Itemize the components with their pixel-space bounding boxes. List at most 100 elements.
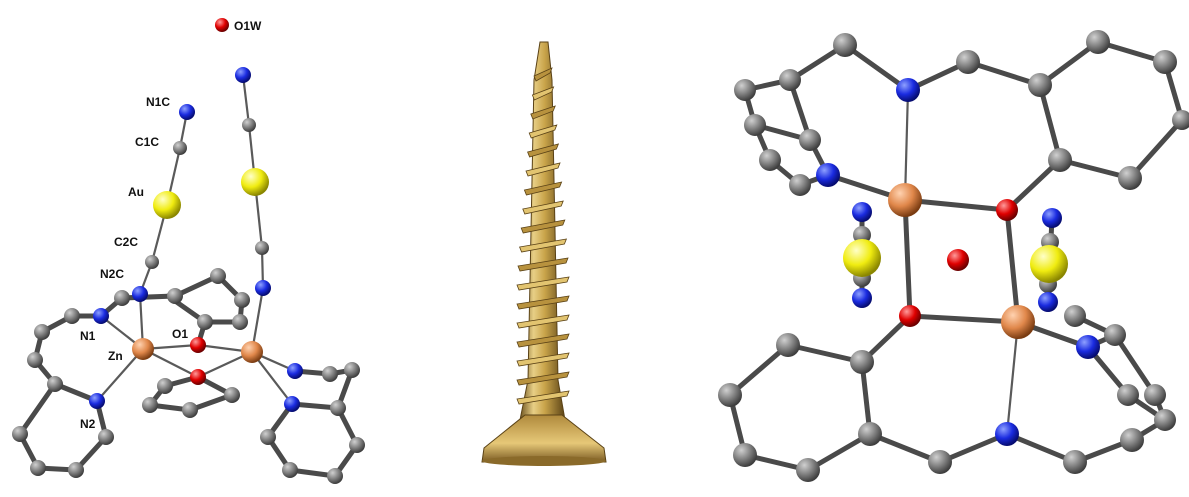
carbon-atom bbox=[182, 402, 198, 418]
carbon-atom bbox=[850, 350, 874, 374]
carbon-atom bbox=[27, 352, 43, 368]
carbon-atom bbox=[114, 290, 130, 306]
carbon-atom bbox=[1048, 148, 1072, 172]
nitrogen-atom bbox=[287, 363, 303, 379]
carbon-atom bbox=[142, 397, 158, 413]
carbon-atom bbox=[734, 79, 756, 101]
screw-thread bbox=[527, 143, 560, 158]
nitrogen-atom bbox=[284, 396, 300, 412]
carbon-atom bbox=[789, 174, 811, 196]
carbon-atom bbox=[12, 426, 28, 442]
nitrogen-atom bbox=[816, 163, 840, 187]
screw-threads bbox=[516, 67, 570, 405]
left-molecule: O1W N1C C1C Au C2C N2C N1 O1 Zn N2 bbox=[12, 18, 365, 484]
right-atoms bbox=[718, 30, 1189, 482]
screw-thread bbox=[523, 181, 563, 196]
carbon-atom bbox=[260, 429, 276, 445]
nitrogen-atom bbox=[852, 288, 872, 308]
label-o1: O1 bbox=[172, 327, 188, 341]
carbon-atom bbox=[327, 468, 343, 484]
screw-thread bbox=[525, 162, 561, 177]
label-o1w: O1W bbox=[234, 19, 262, 33]
screw-thread bbox=[516, 352, 570, 367]
zinc-atom bbox=[241, 341, 263, 363]
carbon-atom bbox=[234, 292, 250, 308]
carbon-atom bbox=[1172, 110, 1189, 130]
screw-thread bbox=[516, 314, 570, 329]
carbon-atom bbox=[330, 400, 346, 416]
screw-head bbox=[481, 414, 607, 463]
carbon-atom bbox=[718, 383, 742, 407]
carbon-atom bbox=[1063, 450, 1087, 474]
carbon-atom bbox=[47, 376, 63, 392]
right-molecule bbox=[718, 30, 1189, 482]
carbon-atom bbox=[1118, 166, 1142, 190]
nitrogen-atom bbox=[93, 308, 109, 324]
carbon-atom bbox=[799, 129, 821, 151]
zinc-atom bbox=[1001, 305, 1035, 339]
gold-atom bbox=[843, 239, 881, 277]
water-oxygen-atom bbox=[215, 18, 229, 32]
zinc-atom bbox=[888, 183, 922, 217]
nitrogen-atom bbox=[995, 422, 1019, 446]
nitrogen-atom bbox=[852, 202, 872, 222]
carbon-atom bbox=[30, 460, 46, 476]
screw-thread bbox=[516, 295, 570, 310]
nitrogen-atom bbox=[255, 280, 271, 296]
oxygen-atom bbox=[190, 337, 206, 353]
carbon-atom bbox=[173, 141, 187, 155]
screw-thread bbox=[530, 105, 556, 120]
carbon-atom bbox=[1104, 324, 1126, 346]
carbon-atom bbox=[759, 149, 781, 171]
carbon-atom bbox=[145, 255, 159, 269]
label-zn: Zn bbox=[108, 349, 123, 363]
screw-photo bbox=[481, 41, 607, 466]
label-n1: N1 bbox=[80, 329, 96, 343]
nitrogen-atom bbox=[1042, 208, 1062, 228]
carbon-atom bbox=[1154, 409, 1176, 431]
oxygen-atom bbox=[899, 305, 921, 327]
carbon-atom bbox=[282, 462, 298, 478]
carbon-atom bbox=[167, 288, 183, 304]
carbon-atom bbox=[779, 69, 801, 91]
carbon-atom bbox=[1064, 305, 1086, 327]
gold-atom bbox=[1030, 245, 1068, 283]
carbon-atom bbox=[197, 314, 213, 330]
zinc-atom bbox=[132, 338, 154, 360]
gold-atom bbox=[153, 191, 181, 219]
screw-thread bbox=[522, 200, 564, 215]
carbon-atom bbox=[776, 333, 800, 357]
nitrogen-atom bbox=[896, 78, 920, 102]
carbon-atom bbox=[224, 387, 240, 403]
screw-head-rim bbox=[482, 456, 606, 466]
carbon-atom bbox=[1117, 384, 1139, 406]
carbon-atom bbox=[858, 422, 882, 446]
oxygen-atom bbox=[996, 199, 1018, 221]
screw-thread bbox=[517, 257, 569, 272]
left-atom-labels: O1W N1C C1C Au C2C N2C N1 O1 Zn N2 bbox=[80, 19, 262, 431]
screw-thread bbox=[516, 276, 570, 291]
carbon-atom bbox=[1086, 30, 1110, 54]
screw-thread bbox=[519, 238, 568, 253]
carbon-atom bbox=[733, 443, 757, 467]
nitrogen-atom bbox=[1038, 292, 1058, 312]
screw-thread bbox=[520, 219, 566, 234]
label-n2: N2 bbox=[80, 417, 96, 431]
nitrogen-atom bbox=[132, 286, 148, 302]
nitrogen-atom bbox=[1076, 335, 1100, 359]
carbon-atom bbox=[34, 324, 50, 340]
carbon-atom bbox=[242, 118, 256, 132]
label-c2c: C2C bbox=[114, 235, 138, 249]
screw-thread bbox=[516, 371, 570, 386]
water-oxygen-atom bbox=[947, 249, 969, 271]
carbon-atom bbox=[322, 366, 338, 382]
screw-thread bbox=[516, 333, 570, 348]
carbon-atom bbox=[956, 50, 980, 74]
gold-atom bbox=[241, 168, 269, 196]
carbon-atom bbox=[1120, 428, 1144, 452]
carbon-atom bbox=[796, 458, 820, 482]
screw-thread bbox=[533, 67, 553, 82]
carbon-atom bbox=[833, 33, 857, 57]
carbon-atom bbox=[344, 362, 360, 378]
